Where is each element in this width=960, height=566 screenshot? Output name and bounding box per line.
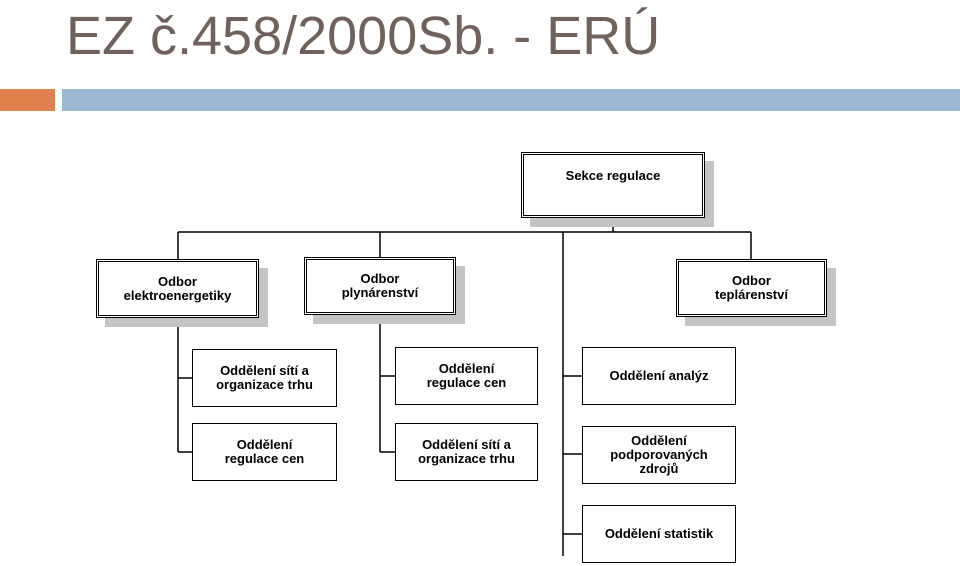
unit-node-label: Oddělení analýz [609,368,709,383]
unit-node: Oddělení analýz [582,347,736,405]
unit-node-label: Oddělení regulace cen [426,361,507,390]
department-node-label: Odbor elektroenergetiky [123,273,232,303]
unit-node-label: Oddělení regulace cen [224,437,305,466]
unit-node: Oddělení statistik [582,505,736,563]
unit-node-label: Oddělení statistik [604,526,714,541]
slide-title: EZ č.458/2000Sb. - ERÚ [66,6,661,66]
root-node: Sekce regulace [521,152,705,218]
root-node-label: Sekce regulace [565,168,661,183]
unit-node: Oddělení regulace cen [395,347,538,405]
department-node: Odbor plynárenství [304,257,456,315]
accent-bar [0,89,55,111]
header-band [62,89,960,111]
department-node-label: Odbor plynárenství [341,271,419,300]
unit-node-label: Oddělení sítí a organizace trhu [418,437,515,466]
unit-node: Oddělení regulace cen [192,423,337,481]
unit-node: Oddělení podporovaných zdrojů [582,426,736,484]
unit-node-label: Oddělení sítí a organizace trhu [216,363,313,392]
unit-node: Oddělení sítí a organizace trhu [395,423,538,481]
department-node: Odbor elektroenergetiky [96,259,259,318]
department-node-label: Odbor teplárenství [715,273,788,302]
unit-node-label: Oddělení podporovaných zdrojů [610,433,708,476]
unit-node: Oddělení sítí a organizace trhu [192,349,337,407]
department-node: Odbor teplárenství [676,259,827,317]
